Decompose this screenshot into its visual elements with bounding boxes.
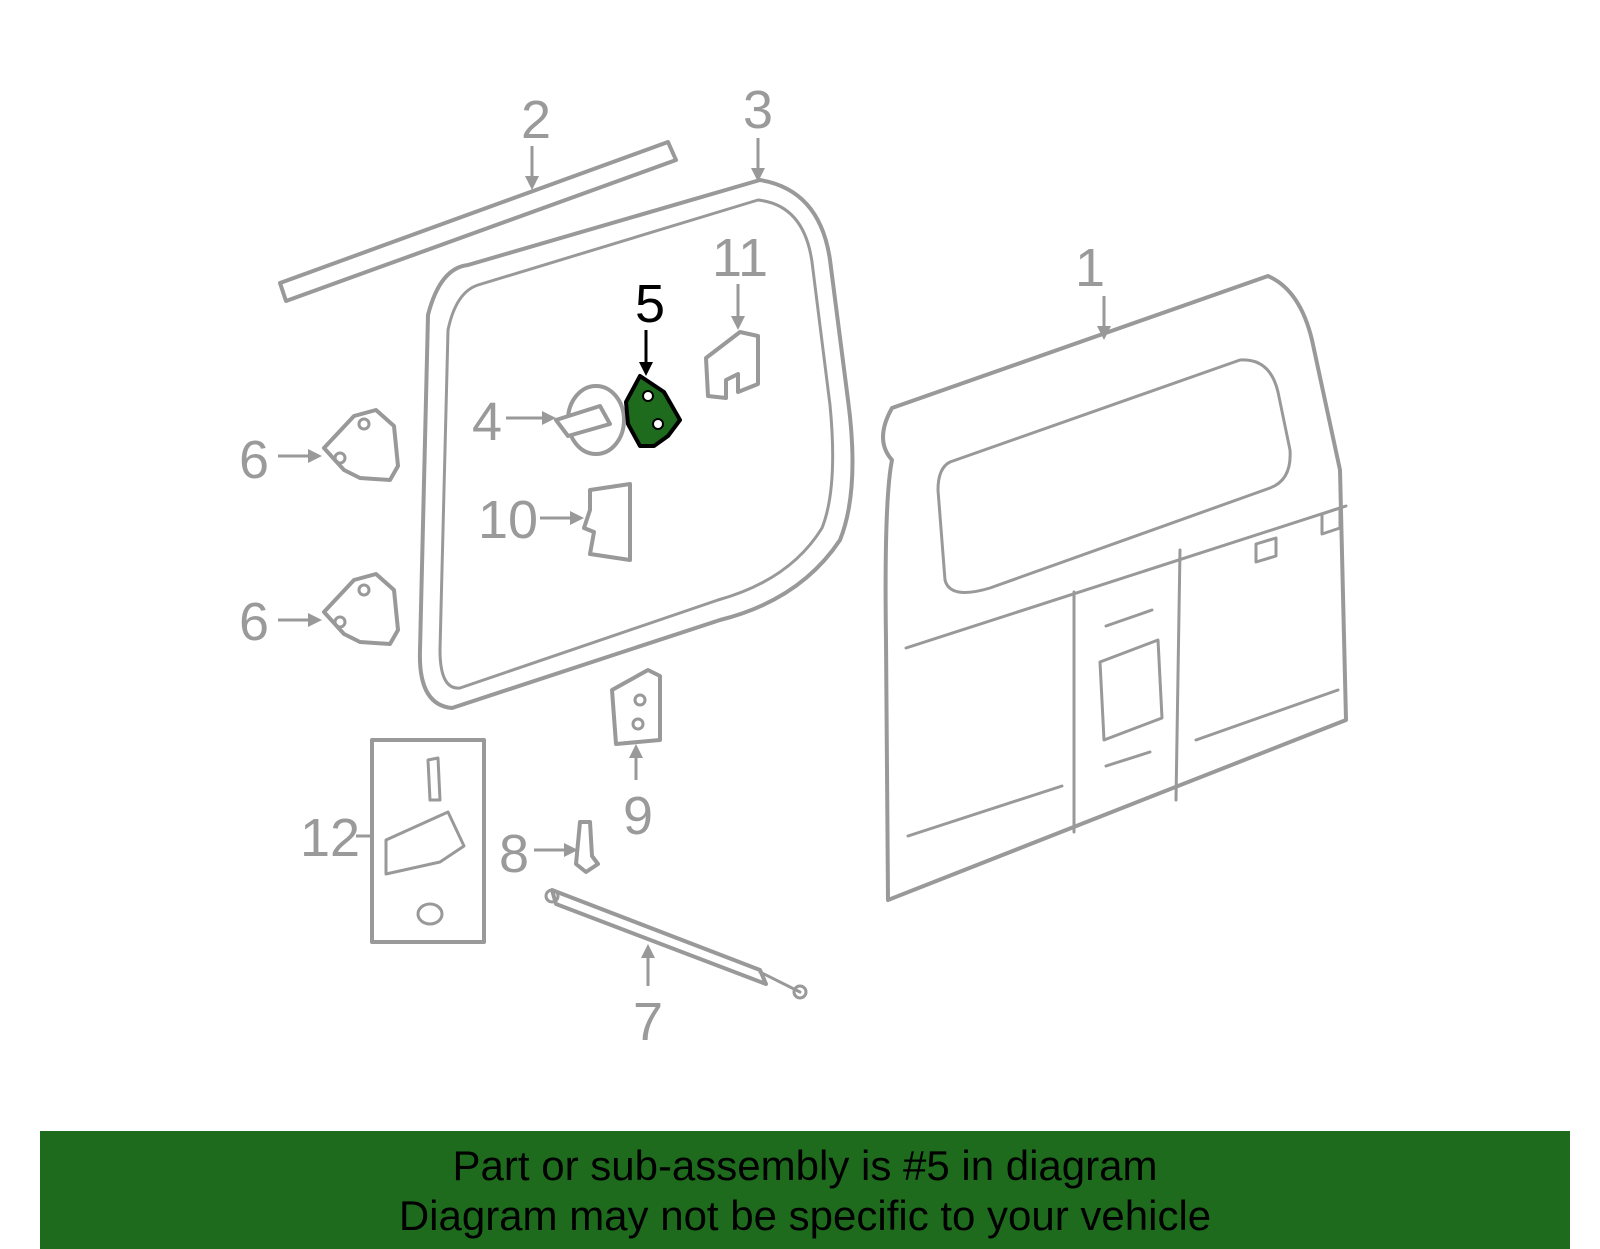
callout-10-label: 10	[478, 490, 538, 550]
part-1-back-door[interactable]	[881, 274, 1348, 902]
part-7-gas-strut[interactable]	[544, 888, 808, 1000]
callout-12-label: 12	[300, 808, 360, 868]
callout-8-label: 8	[499, 824, 529, 884]
callout-6-lower-label: 6	[239, 592, 269, 652]
part-11-bracket[interactable]	[704, 330, 760, 400]
callout-8[interactable]: 8	[499, 824, 578, 884]
callout-2-label: 2	[521, 90, 551, 150]
callout-1[interactable]: 1	[1075, 238, 1111, 340]
callout-4[interactable]: 4	[472, 392, 556, 452]
part-3-door-seal[interactable]	[417, 178, 855, 710]
callout-6-lower[interactable]: 6	[239, 592, 322, 652]
part-6-hinge-lower[interactable]	[322, 572, 400, 646]
footer-banner: Part or sub-assembly is #5 in diagram Di…	[40, 1131, 1570, 1249]
part-9-bracket-plate[interactable]	[610, 668, 662, 746]
part-6-hinge-upper[interactable]	[322, 408, 400, 482]
part-4-striker[interactable]	[554, 384, 626, 456]
callout-7-label: 7	[633, 992, 663, 1052]
callout-11-label: 11	[712, 228, 768, 288]
callout-6-upper-label: 6	[239, 430, 269, 490]
callout-6-upper[interactable]: 6	[239, 430, 322, 490]
callout-2[interactable]: 2	[521, 90, 551, 190]
callout-3[interactable]: 3	[743, 80, 773, 182]
callout-3-label: 3	[743, 80, 773, 140]
callout-9-label: 9	[623, 786, 653, 846]
callout-10[interactable]: 10	[478, 490, 584, 550]
callout-5[interactable]: 5	[635, 274, 665, 376]
footer-line-2: Diagram may not be specific to your vehi…	[398, 1192, 1212, 1239]
callout-9[interactable]: 9	[623, 744, 653, 846]
part-5-highlighted-plate[interactable]	[624, 374, 682, 448]
callout-12[interactable]: 12	[300, 808, 372, 868]
part-10-cover[interactable]	[582, 482, 632, 562]
callout-11[interactable]: 11	[712, 228, 768, 330]
footer-line-1: Part or sub-assembly is #5 in diagram	[452, 1142, 1158, 1189]
callout-1-label: 1	[1075, 238, 1105, 298]
callout-4-label: 4	[472, 392, 502, 452]
part-12-kit[interactable]	[370, 738, 486, 944]
part-2-weatherstrip[interactable]	[278, 140, 678, 303]
callout-7[interactable]: 7	[633, 944, 663, 1052]
part-8-bolt[interactable]	[574, 820, 600, 874]
parts-diagram: 1 2 3 4 5 6 6 7 8	[239, 80, 1348, 1052]
callout-5-label: 5	[635, 274, 665, 334]
